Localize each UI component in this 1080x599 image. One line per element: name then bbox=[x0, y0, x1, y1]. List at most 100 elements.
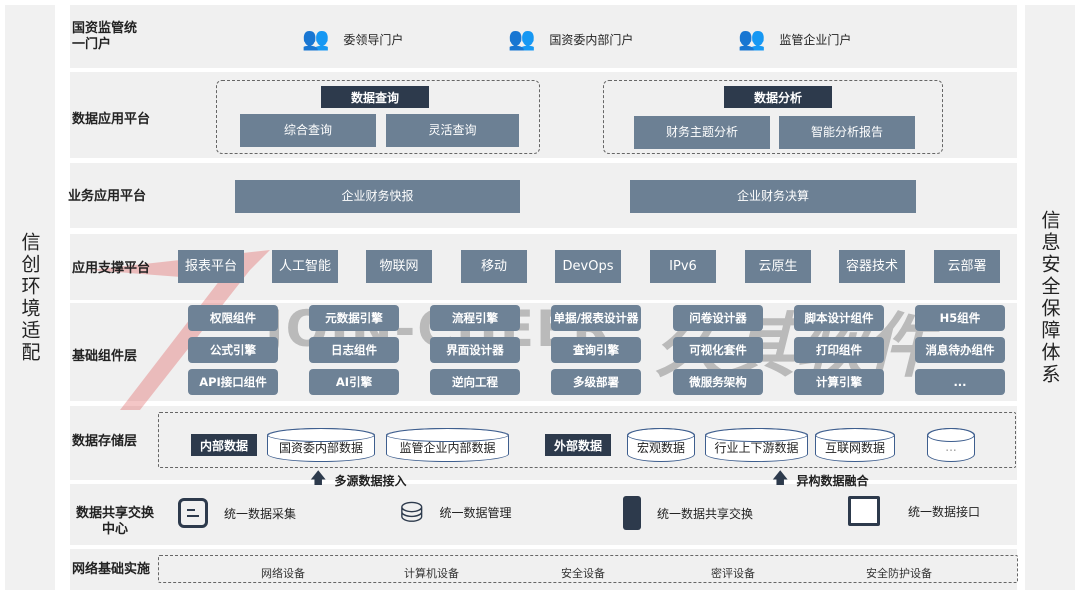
internal-data-title: 内部数据 bbox=[191, 434, 257, 456]
component-module[interactable]: H5组件 bbox=[915, 305, 1005, 331]
group-title: 数据查询 bbox=[321, 86, 429, 108]
component-module[interactable]: 界面设计器 bbox=[430, 337, 520, 363]
module-box[interactable]: 企业财务决算 bbox=[630, 180, 916, 213]
portal-item[interactable]: 👥 国资委内部门户 bbox=[508, 27, 633, 52]
collect-icon bbox=[178, 498, 208, 528]
layer-label: 国资监管统一门户 bbox=[72, 21, 138, 52]
database-manage-icon: ⛁ bbox=[400, 496, 424, 529]
database-cylinder[interactable]: ... bbox=[927, 428, 975, 462]
external-data-title: 外部数据 bbox=[545, 434, 611, 456]
biz-app-layer: 业务应用平台 企业财务快报 企业财务决算 bbox=[68, 163, 1017, 228]
infra-item: 密评设备 bbox=[711, 567, 755, 580]
side-panel-security: 信息安全保障体系 bbox=[1025, 5, 1075, 590]
arrow-label: 多源数据接入 bbox=[334, 474, 407, 488]
layer-label: 应用支撑平台 bbox=[72, 261, 151, 276]
exchange-item[interactable]: 统一数据接口 bbox=[848, 496, 980, 526]
support-module[interactable]: IPv6 bbox=[650, 250, 716, 283]
component-module[interactable]: ... bbox=[915, 369, 1005, 395]
component-module[interactable]: 微服务架构 bbox=[673, 369, 763, 395]
component-module[interactable]: 计算引擎 bbox=[794, 369, 884, 395]
component-module[interactable]: 单据/报表设计器 bbox=[551, 305, 641, 331]
layer-label: 数据存储层 bbox=[72, 434, 138, 449]
layer-label: 网络基础实施 bbox=[72, 562, 151, 577]
database-cylinder[interactable]: 行业上下游数据 bbox=[705, 428, 808, 462]
up-arrow-icon: 🡅 bbox=[310, 468, 327, 487]
support-module[interactable]: 人工智能 bbox=[272, 250, 338, 283]
data-ingest-arrow: 🡅 多源数据接入 bbox=[310, 467, 406, 494]
component-module[interactable]: API接口组件 bbox=[188, 369, 278, 395]
portal-label: 国资委内部门户 bbox=[549, 33, 634, 47]
storage-layer: 数据存储层 内部数据 国资委内部数据 监管企业内部数据 外部数据 宏观数据 行业… bbox=[70, 406, 1017, 480]
support-module[interactable]: 容器技术 bbox=[839, 250, 905, 283]
component-module[interactable]: 消息待办组件 bbox=[915, 337, 1005, 363]
database-cylinder[interactable]: 国资委内部数据 bbox=[267, 428, 375, 462]
side-label: 信息安全保障体系 bbox=[1038, 209, 1061, 386]
portal-layer: 国资监管统一门户 👥 委领导门户 👥 国资委内部门户 👥 监管企业门户 bbox=[70, 5, 1017, 68]
portal-label: 监管企业门户 bbox=[779, 33, 852, 47]
exchange-layer: 数据共享交换中心 统一数据采集 ⛁ 统一数据管理 统一数据共享交换 统一数据接口 bbox=[70, 484, 1017, 545]
component-module[interactable]: 多级部署 bbox=[551, 369, 641, 395]
portal-label: 委领导门户 bbox=[343, 33, 404, 47]
support-module[interactable]: 云原生 bbox=[745, 250, 811, 283]
up-arrow-icon: 🡅 bbox=[772, 468, 789, 487]
module-box[interactable]: 财务主题分析 bbox=[634, 116, 770, 149]
infra-item: 计算机设备 bbox=[404, 567, 459, 580]
exchange-label: 统一数据管理 bbox=[439, 506, 512, 520]
layer-label: 基础组件层 bbox=[72, 349, 138, 364]
component-module[interactable]: 公式引擎 bbox=[188, 337, 278, 363]
portal-item[interactable]: 👥 委领导门户 bbox=[302, 27, 403, 52]
component-module[interactable]: 日志组件 bbox=[309, 337, 399, 363]
support-module[interactable]: 云部署 bbox=[934, 250, 1000, 283]
infra-item: 安全设备 bbox=[561, 567, 605, 580]
component-module[interactable]: 脚本设计组件 bbox=[794, 305, 884, 331]
component-module[interactable]: 逆向工程 bbox=[430, 369, 520, 395]
component-module[interactable]: 流程引擎 bbox=[430, 305, 520, 331]
query-group bbox=[216, 80, 540, 154]
support-module[interactable]: 报表平台 bbox=[178, 250, 244, 283]
exchange-item[interactable]: 统一数据共享交换 bbox=[623, 496, 753, 530]
module-box[interactable]: 智能分析报告 bbox=[779, 116, 915, 149]
database-cylinder[interactable]: 互联网数据 bbox=[815, 428, 895, 462]
portal-item[interactable]: 👥 监管企业门户 bbox=[738, 27, 851, 52]
exchange-label: 统一数据共享交换 bbox=[657, 506, 754, 521]
support-module[interactable]: 移动 bbox=[461, 250, 527, 283]
support-layer: 应用支撑平台 报表平台人工智能物联网移动 DevOps IPv6 云原生容器技术云部署 bbox=[70, 234, 1017, 300]
exchange-label: 统一数据采集 bbox=[224, 506, 297, 521]
users-icon: 👥 bbox=[738, 27, 766, 52]
exchange-item[interactable]: ⛁ 统一数据管理 bbox=[400, 496, 511, 529]
component-module[interactable]: 问卷设计器 bbox=[673, 305, 763, 331]
layer-label: 数据应用平台 bbox=[72, 112, 151, 127]
database-cylinder[interactable]: 监管企业内部数据 bbox=[386, 428, 509, 462]
module-box[interactable]: 综合查询 bbox=[240, 114, 376, 147]
support-module[interactable]: 物联网 bbox=[366, 250, 432, 283]
analysis-group bbox=[603, 80, 943, 154]
database-cylinder[interactable]: 宏观数据 bbox=[627, 428, 695, 462]
infra-layer: 网络基础实施 bbox=[70, 549, 1018, 590]
exchange-item[interactable]: 统一数据采集 bbox=[178, 498, 296, 528]
infra-item: 网络设备 bbox=[261, 567, 305, 580]
component-module[interactable]: 查询引擎 bbox=[551, 337, 641, 363]
data-fusion-arrow: 🡅异构数据融合 bbox=[772, 467, 868, 494]
module-box[interactable]: 企业财务快报 bbox=[235, 180, 520, 213]
infra-group bbox=[158, 555, 1018, 583]
component-module[interactable]: AI引擎 bbox=[309, 369, 399, 395]
module-box[interactable]: 灵活查询 bbox=[386, 114, 519, 147]
users-icon: 👥 bbox=[302, 27, 330, 52]
dashboard-icon bbox=[848, 496, 880, 526]
component-module[interactable]: 可视化套件 bbox=[673, 337, 763, 363]
users-icon: 👥 bbox=[508, 27, 536, 52]
side-panel-xinchuang: 信创环境适配 bbox=[5, 5, 55, 590]
support-module[interactable]: DevOps bbox=[555, 250, 621, 283]
component-module[interactable]: 元数据引擎 bbox=[309, 305, 399, 331]
component-module[interactable]: 权限组件 bbox=[188, 305, 278, 331]
data-app-layer: 数据应用平台 数据查询 综合查询 灵活查询 数据分析 财务主题分析 智能分析报告 bbox=[70, 72, 1017, 158]
side-label: 信创环境适配 bbox=[18, 231, 41, 364]
component-module[interactable]: 打印组件 bbox=[794, 337, 884, 363]
component-layer: 基础组件层 权限组件 元数据引擎 流程引擎 单据/报表设计器 问卷设计器 脚本设计组件 H5… bbox=[70, 303, 1017, 401]
infra-item: 安全防护设备 bbox=[866, 567, 932, 580]
layer-label: 数据共享交换中心 bbox=[75, 506, 154, 537]
storage-group bbox=[158, 412, 1016, 468]
exchange-label: 统一数据接口 bbox=[908, 504, 981, 519]
exchange-device-icon bbox=[623, 496, 641, 530]
layer-label: 业务应用平台 bbox=[68, 189, 147, 204]
